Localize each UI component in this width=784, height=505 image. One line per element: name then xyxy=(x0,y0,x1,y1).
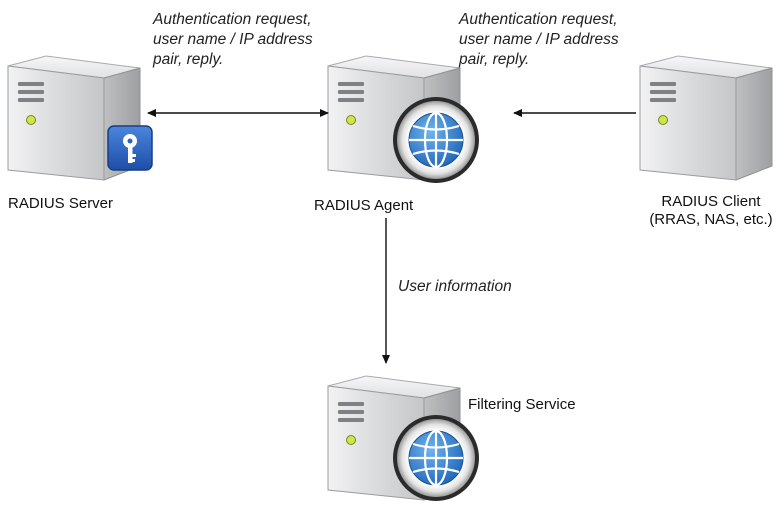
globe-icon xyxy=(393,415,479,501)
edge-label-line: pair, reply. xyxy=(459,51,530,68)
server-agent-edge-label: Authentication request, user name / IP a… xyxy=(153,10,313,70)
key-badge-icon xyxy=(107,125,153,171)
radius-server-icon xyxy=(7,55,153,181)
filtering-service-label: Filtering Service xyxy=(468,396,576,413)
edge-label-line: pair, reply. xyxy=(153,51,224,68)
globe-icon xyxy=(393,97,479,183)
radius-server-label: RADIUS Server xyxy=(8,195,114,212)
radius-client-label-line2: (RRAS, NAS, etc.) xyxy=(649,211,773,228)
edge-label-line: user name / IP address xyxy=(459,31,619,48)
edge-label-line: Authentication request, xyxy=(459,11,618,28)
radius-agent-label: RADIUS Agent xyxy=(314,197,414,214)
client-agent-edge-label: Authentication request, user name / IP a… xyxy=(459,10,619,70)
edge-label-line: Authentication request, xyxy=(153,11,312,28)
radius-client-icon xyxy=(639,55,773,181)
filtering-service-icon xyxy=(327,375,479,501)
edge-label-line: user name / IP address xyxy=(153,31,313,48)
radius-client-label-line1: RADIUS Client xyxy=(661,193,761,210)
agent-filtering-edge-label: User information xyxy=(398,278,512,295)
radius-agent-icon xyxy=(327,55,479,183)
radius-client-label: RADIUS Client (RRAS, NAS, etc.) xyxy=(640,193,782,229)
